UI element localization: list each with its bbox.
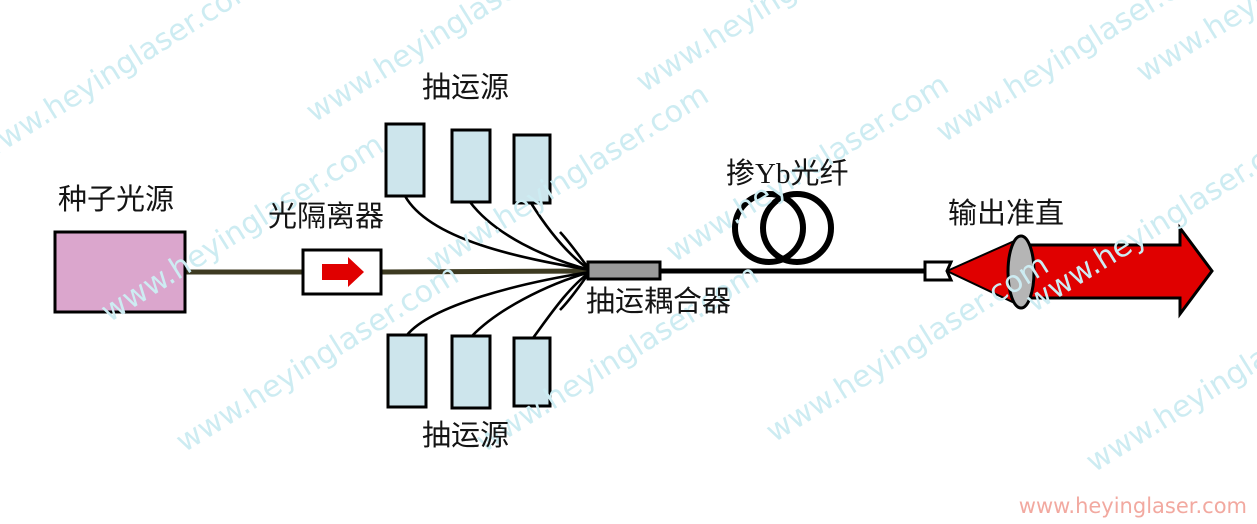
label-output-collimator: 输出准直 [948,198,1065,230]
pump-box-top-1 [384,122,426,198]
yb-fiber-coil-ring-left [732,191,806,265]
pump-fiber-top-1 [403,195,591,272]
label-seed-source: 种子光源 [58,184,175,216]
collimated-output-beam-arrow [1019,223,1214,319]
pump-fiber-bottom-3 [531,270,591,339]
pump-coupler-body [586,260,662,281]
pump-box-bottom-2 [450,334,492,410]
fiber-endcap [923,260,954,282]
label-optical-isolator: 光隔离器 [268,201,385,233]
site-url-watermark: www.heyinglaser.com [1018,494,1247,518]
label-pump-coupler: 抽运耦合器 [586,286,732,318]
pump-box-bottom-3 [512,336,552,408]
isolator-direction-arrow-icon [322,257,364,287]
pump-box-top-2 [450,128,492,204]
yb-fiber-coil-ring-right [760,191,834,265]
fiber-isolator-to-coupler [380,268,593,275]
pump-box-bottom-1 [386,333,428,409]
label-yb-doped-fiber: 掺Yb光纤 [726,158,849,190]
label-pump-source-bottom: 抽运源 [422,420,510,452]
pump-fiber-bottom-1 [406,270,591,336]
pump-fiber-bottom-2 [471,270,591,337]
pump-fiber-top-2 [468,201,591,272]
pump-fiber-top-3 [529,202,591,272]
label-pump-source-top: 抽运源 [422,72,510,104]
collimating-lens [1006,234,1036,310]
pump-box-top-3 [512,133,552,205]
seed-source-box [53,230,187,314]
